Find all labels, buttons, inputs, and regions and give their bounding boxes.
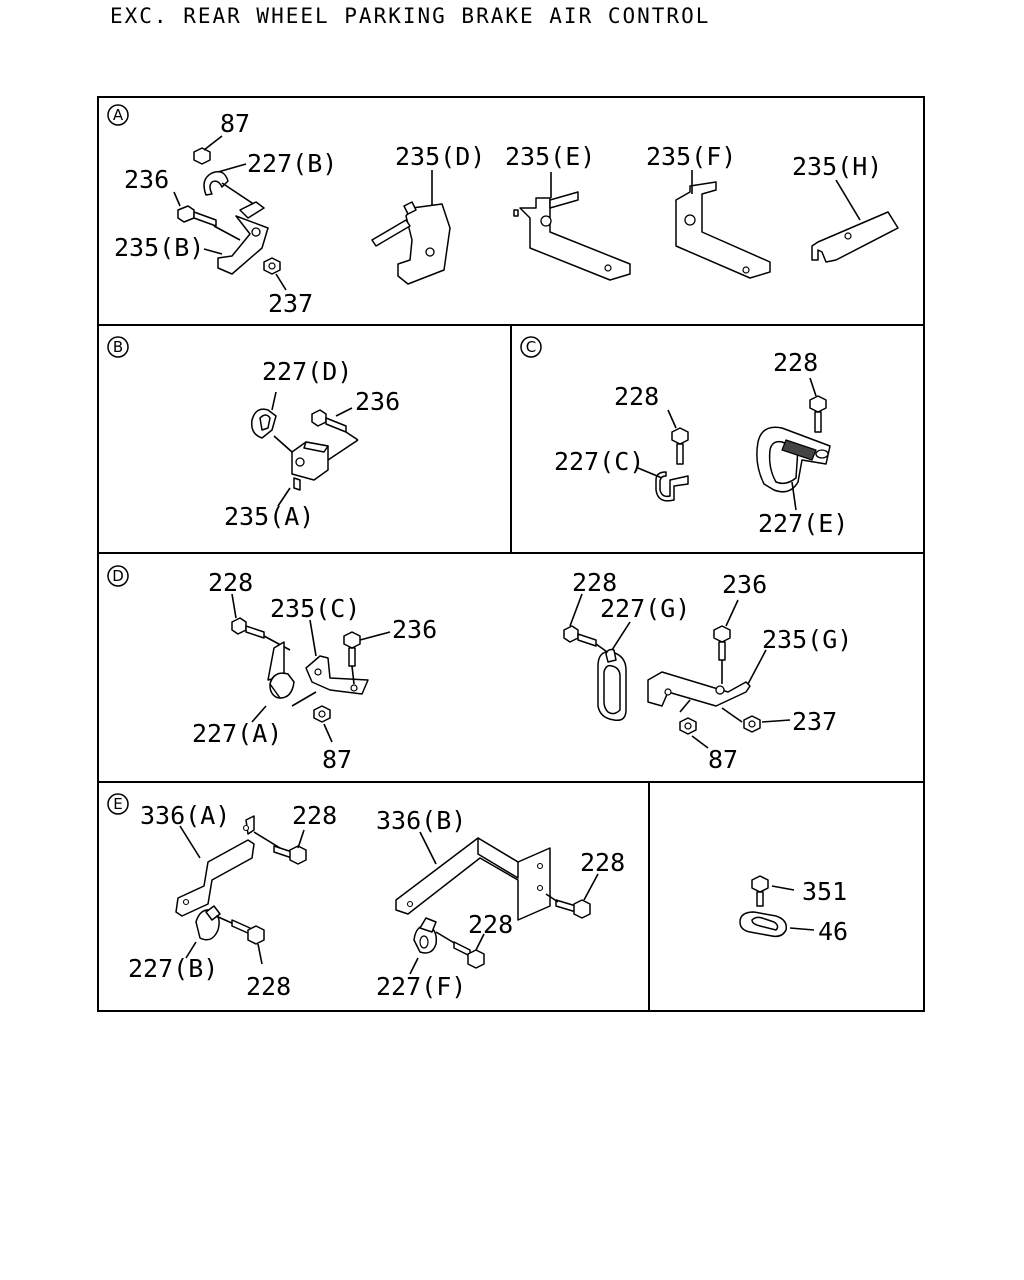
callout-227a: 227(A) [192,719,282,748]
svg-text:C: C [526,338,536,356]
section-d-drawings [231,593,791,749]
callout-227g: 227(G) [600,594,690,623]
callout-228: 228 [773,348,818,377]
section-marker-a: A [107,104,129,126]
section-marker-c: C [520,336,542,358]
section-f-labels: 351 46 [802,877,848,946]
section-b-labels: 227(D) 236 235(A) [224,357,400,531]
callout-237: 237 [268,289,313,318]
callout-87: 87 [708,745,738,774]
callout-227f: 227(F) [376,972,466,1001]
callout-227b: 227(B) [128,954,218,983]
callout-227b: 227(B) [247,149,337,178]
section-marker-d: D [107,565,129,587]
section-c-drawings [637,377,831,511]
callout-235b: 235(B) [114,233,204,262]
callout-228: 228 [208,568,253,597]
callout-87: 87 [322,745,352,774]
section-b-drawings [250,391,359,507]
section-a-labels: 87 227(B) 236 235(B) 237 235(D) 235(E) 2… [114,109,882,318]
callout-227d: 227(D) [262,357,352,386]
callout-235d: 235(D) [395,142,485,171]
callout-236: 236 [124,165,169,194]
callout-227e: 227(E) [758,509,848,538]
callout-228: 228 [580,848,625,877]
svg-text:D: D [112,567,124,585]
callout-228: 228 [292,801,337,830]
callout-237: 237 [792,707,837,736]
callout-227c: 227(C) [554,447,644,476]
callout-235e: 235(E) [505,142,595,171]
callout-228: 228 [468,910,513,939]
callout-228: 228 [614,382,659,411]
callout-228: 228 [246,972,291,1001]
callout-235a: 235(A) [224,502,314,531]
section-marker-e: E [107,793,129,815]
section-f-drawings [739,875,815,938]
callout-235f: 235(F) [646,142,736,171]
callout-336b: 336(B) [376,806,466,835]
callout-236: 236 [355,387,400,416]
section-e-labels: 336(A) 228 227(B) 228 336(B) 228 228 227… [128,801,625,1001]
diagram-frame [97,96,925,1012]
callout-87: 87 [220,109,250,138]
section-e-drawings [175,815,599,975]
section-marker-b: B [107,336,129,358]
section-c-labels: 228 227(C) 228 227(E) [554,348,848,538]
svg-text:E: E [113,795,122,813]
callout-46: 46 [818,917,848,946]
callout-235h: 235(H) [792,152,882,181]
svg-text:B: B [113,338,123,356]
section-a-drawings [173,135,899,291]
callout-351: 351 [802,877,847,906]
callout-336a: 336(A) [140,801,230,830]
callout-235c: 235(C) [270,594,360,623]
svg-text:A: A [113,106,124,124]
diagram-title: EXC. REAR WHEEL PARKING BRAKE AIR CONTRO… [110,4,711,28]
callout-235g: 235(G) [762,625,852,654]
callout-236: 236 [722,570,767,599]
callout-228: 228 [572,568,617,597]
section-d-labels: 228 235(C) 236 227(A) 87 228 227(G) 236 … [192,568,852,774]
callout-236: 236 [392,615,437,644]
